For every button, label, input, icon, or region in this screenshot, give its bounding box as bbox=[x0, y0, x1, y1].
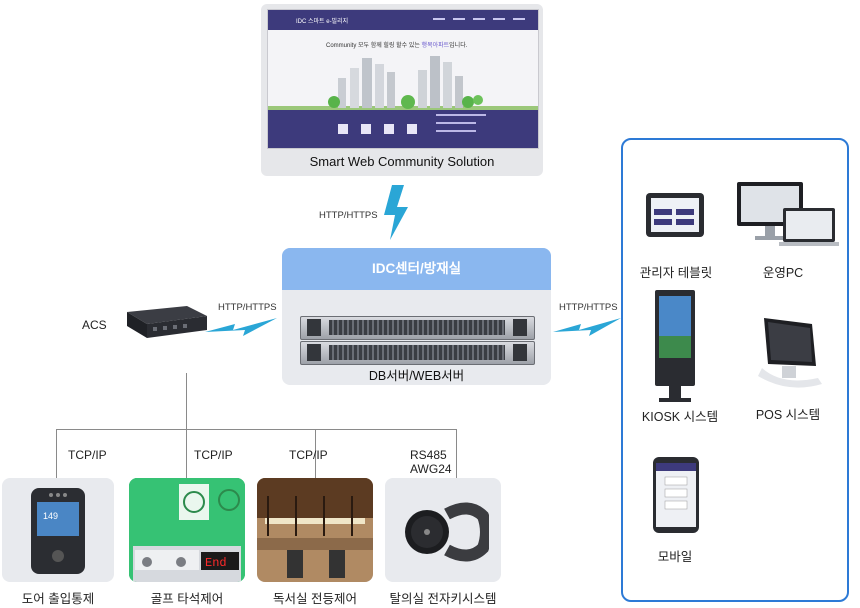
mobile-phone-icon bbox=[653, 457, 699, 533]
bus-drop-2 bbox=[186, 429, 187, 479]
web-footer-bar bbox=[268, 110, 538, 148]
link-label-top: HTTP/HTTPS bbox=[319, 210, 378, 221]
server-unit-2 bbox=[300, 341, 535, 365]
reading-room-image bbox=[257, 478, 373, 582]
client-name-mobile: 모바일 bbox=[657, 550, 693, 564]
bus-label-1: TCP/IP bbox=[68, 448, 107, 462]
idc-center-card: IDC센터/방재실 DB서버/WEB서버 bbox=[282, 248, 551, 385]
operation-pc-icon bbox=[737, 182, 839, 246]
client-name-pc: 운영PC bbox=[762, 266, 804, 280]
bus-label-2: TCP/IP bbox=[194, 448, 233, 462]
admin-tablet-icon bbox=[646, 193, 704, 237]
device-name-reading-room: 독서실 전등제어 bbox=[273, 592, 357, 606]
device-name-golf: 골프 타석제어 bbox=[150, 592, 224, 606]
web-caption: Smart Web Community Solution bbox=[309, 154, 495, 169]
bus-horizontal-line bbox=[56, 429, 457, 430]
server-unit-1 bbox=[300, 316, 535, 340]
acs-controller-icon bbox=[127, 306, 207, 338]
lightning-link-icon-right bbox=[553, 318, 621, 336]
acs-label: ACS bbox=[82, 318, 107, 332]
bus-drop-3 bbox=[315, 429, 316, 479]
device-name-door: 도어 출입통제 bbox=[21, 592, 95, 606]
device-card-golf: End bbox=[129, 478, 245, 582]
golf-booth-image: End bbox=[129, 478, 245, 582]
web-screenshot: IDC 스마트 e-빌리지 Community 모두 함께 힐링 할수 있는 행… bbox=[267, 9, 539, 149]
link-label-right: HTTP/HTTPS bbox=[559, 302, 618, 313]
client-name-kiosk: KIOSK 시스템 bbox=[641, 410, 719, 424]
svg-text:149: 149 bbox=[43, 511, 58, 521]
bus-trunk-line bbox=[186, 373, 187, 429]
device-card-locker-key bbox=[385, 478, 501, 582]
idc-title: IDC센터/방재실 bbox=[282, 248, 551, 290]
bus-label-3: TCP/IP bbox=[289, 448, 328, 462]
web-nav-bar: IDC 스마트 e-빌리지 bbox=[268, 10, 538, 30]
client-name-tablet: 관리자 테블릿 bbox=[639, 266, 713, 280]
web-site-title: IDC 스마트 e-빌리지 bbox=[296, 19, 349, 25]
idc-footer: DB서버/WEB서버 bbox=[368, 369, 465, 383]
lightning-link-icon-top bbox=[384, 185, 408, 240]
city-skyline-image bbox=[268, 56, 538, 112]
kiosk-icon bbox=[655, 290, 695, 402]
device-card-door: 149 bbox=[2, 478, 114, 582]
link-label-left: HTTP/HTTPS bbox=[218, 302, 277, 313]
pos-terminal-icon bbox=[758, 318, 822, 388]
bus-drop-4 bbox=[456, 429, 457, 479]
svg-text:End: End bbox=[205, 556, 227, 570]
web-community-card: IDC 스마트 e-빌리지 Community 모두 함께 힐링 할수 있는 행… bbox=[261, 4, 543, 176]
web-hero-text: Community 모두 함께 힐링 할수 있는 행복아파트입니다. bbox=[326, 43, 468, 49]
client-name-pos: POS 시스템 bbox=[755, 408, 821, 422]
door-access-terminal-icon: 149 bbox=[31, 488, 85, 574]
wristband-key-icon bbox=[405, 502, 489, 562]
device-card-reading-room bbox=[257, 478, 373, 582]
device-name-locker-key: 탈의실 전자키시스템 bbox=[389, 592, 497, 606]
bus-drop-1 bbox=[56, 429, 57, 479]
lightning-link-icon-left bbox=[205, 318, 277, 336]
